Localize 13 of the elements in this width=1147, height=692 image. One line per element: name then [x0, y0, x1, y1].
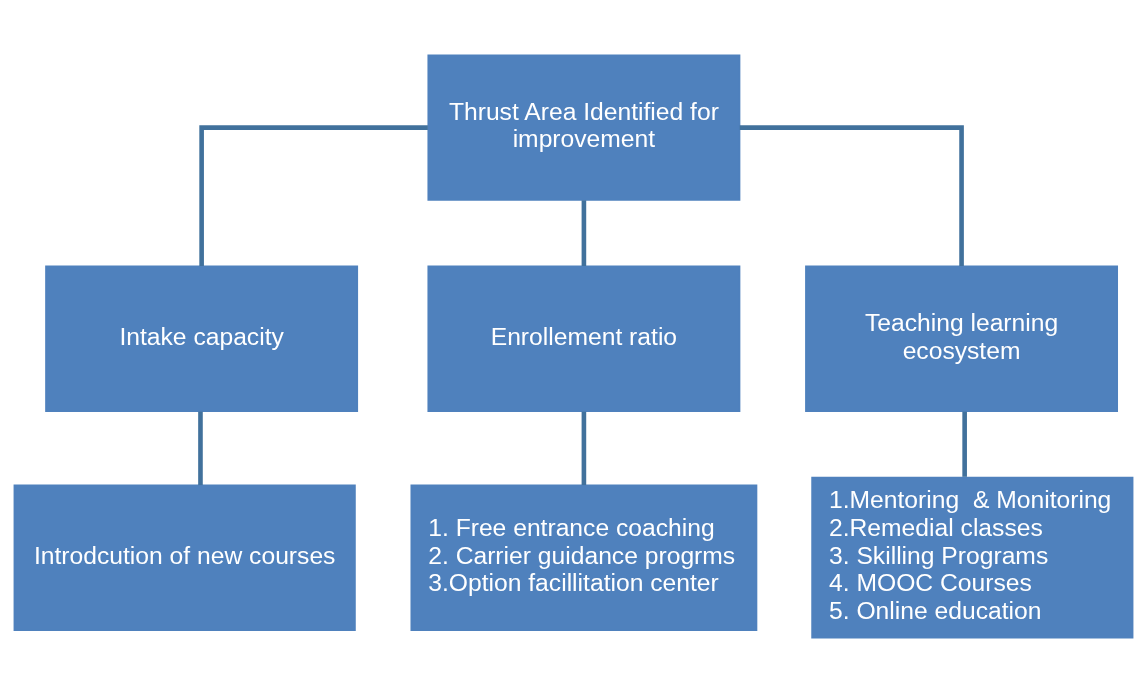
node-box: 1.Mentoring & Monitoring 2.Remedial classes 3. Skilling Programs 4. MOOC Courses 5. Online education [811, 476, 1134, 639]
connector [198, 411, 203, 485]
node-box: Intake capacity [45, 265, 359, 412]
node-box: Enrollement ratio [427, 265, 741, 412]
connector [581, 411, 587, 485]
node-box: Thrust Area Identified for improvement [427, 53, 741, 201]
node-box: Teaching learning ecosystem [805, 265, 1118, 412]
connector [199, 124, 428, 266]
node-box: Introdcution of new courses [13, 483, 356, 631]
connector [581, 199, 587, 266]
node-box: 1. Free entrance coaching 2. Carrier guidance progrms 3.Option facillitation center [410, 483, 758, 631]
connector [739, 124, 964, 266]
connector [962, 411, 967, 477]
